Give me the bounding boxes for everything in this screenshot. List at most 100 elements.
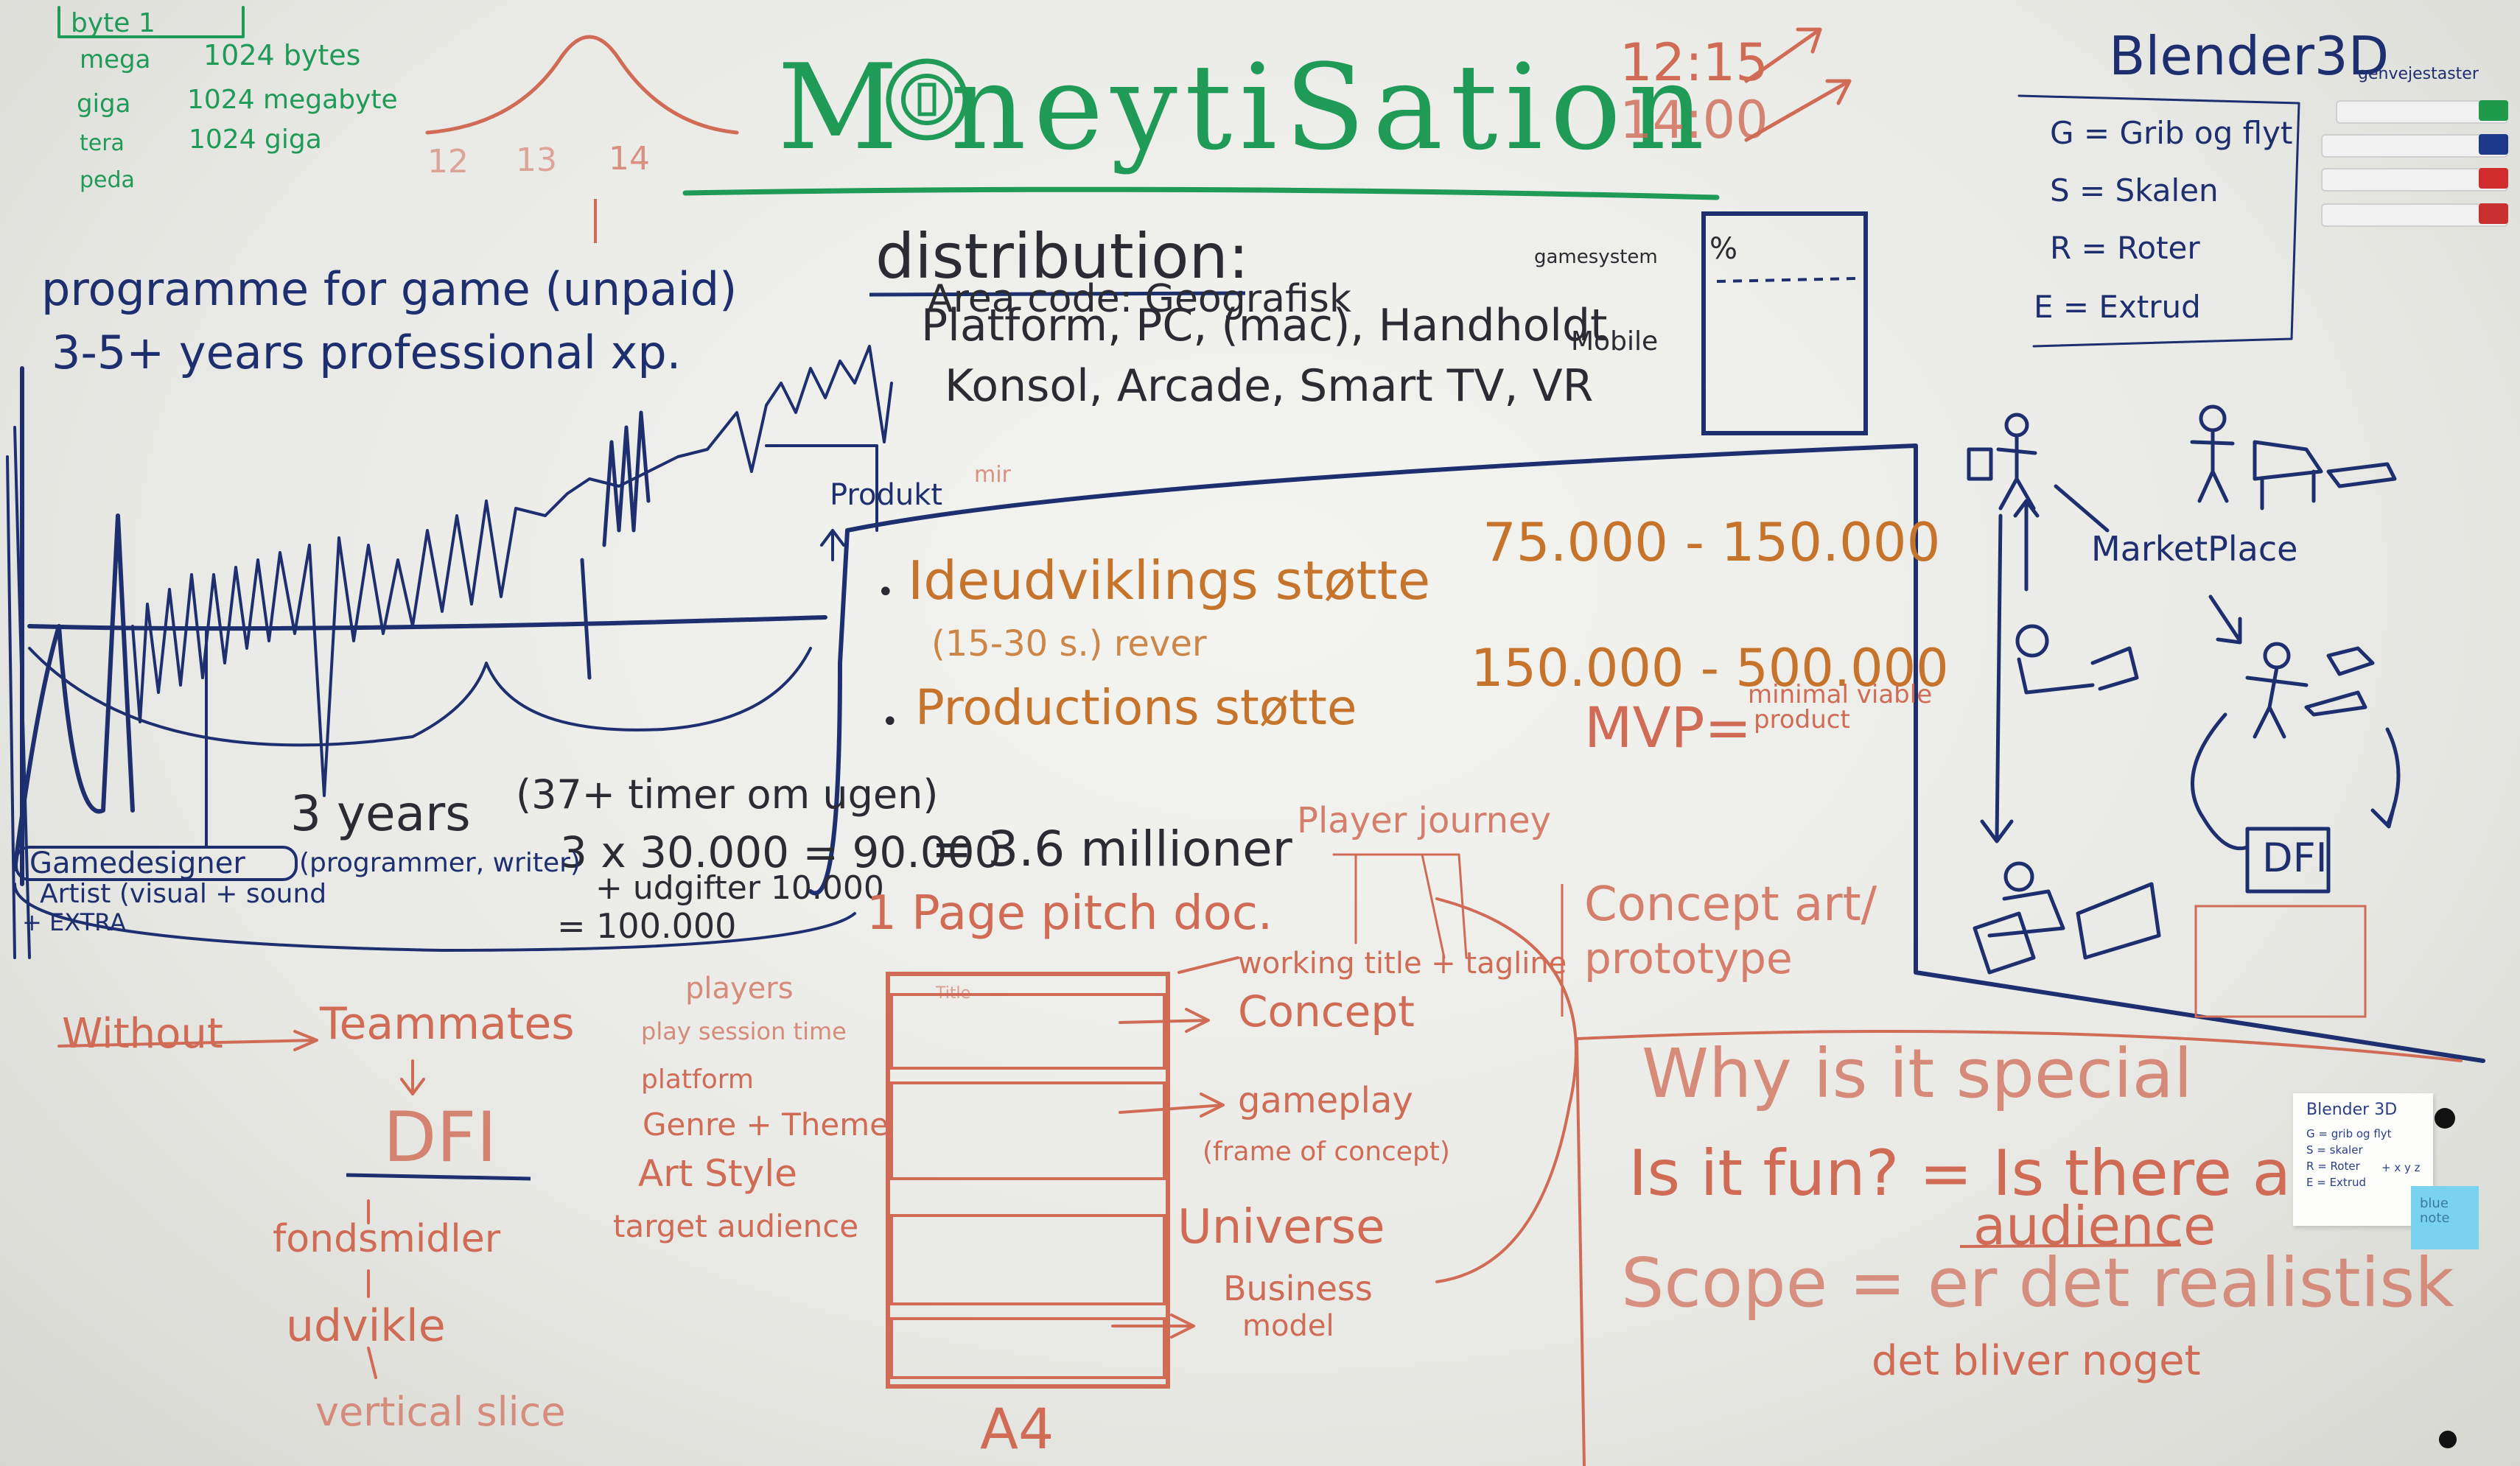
timeline-waveform xyxy=(13,345,893,886)
sheet-label: Title xyxy=(936,984,971,1003)
player-journey-box xyxy=(1332,853,1468,959)
curve-tick-14: 14 xyxy=(609,140,650,178)
up-arrow xyxy=(820,529,845,561)
blender-key-g: G = Grib og flyt xyxy=(2050,115,2293,151)
mvp-note-1: minimal viable xyxy=(1748,680,1933,709)
distribution-mobile: Mobile xyxy=(1571,326,1659,357)
sticky-line-e: E = Extrud xyxy=(2306,1176,2367,1189)
arrow-business xyxy=(1111,1314,1195,1339)
cost-calc: 3 x 30.000 = 90.000 xyxy=(560,827,1002,877)
cost-bracket xyxy=(13,883,856,952)
produkt-label: Produkt xyxy=(830,478,943,512)
marketplace-label: MarketPlace xyxy=(2091,529,2298,569)
blender-note: genvejestaster xyxy=(2358,65,2479,83)
process-dfi: DFI xyxy=(383,1098,497,1178)
marker-tray xyxy=(2321,93,2520,270)
distribution-underline xyxy=(869,291,1246,297)
gamesystem-label: gamesystem xyxy=(1534,246,1658,268)
blender-key-e: E = Extrud xyxy=(2034,289,2201,325)
bullet-1: • xyxy=(877,575,895,609)
curve-tick-12: 12 xyxy=(427,143,469,180)
magnet-1[interactable] xyxy=(2435,1108,2455,1129)
marketplace-dfi: DFI xyxy=(2262,835,2328,881)
list-players: players xyxy=(685,972,794,1006)
special-fun: Is it fun? = Is there an xyxy=(1628,1137,2331,1210)
bytes-unit-tera: tera xyxy=(80,130,125,156)
sticky-line-s: S = skaler xyxy=(2306,1143,2363,1157)
idea-support-sub: (15-30 s.) rever xyxy=(931,623,1207,664)
sticky-line-r: R = Roter xyxy=(2306,1160,2360,1173)
distribution-title: distribution: xyxy=(875,220,1249,292)
distribution-line-2: Platform, PC, (mac), Handholdt xyxy=(921,300,1608,351)
concept-art: Concept art/ xyxy=(1584,877,1877,932)
special-question: Why is it special xyxy=(1642,1034,2193,1113)
blender-box xyxy=(2017,94,2300,348)
list-play-session: play session time xyxy=(641,1017,847,1045)
audience-underline xyxy=(1959,1244,2182,1248)
output-model: model xyxy=(1242,1309,1334,1343)
gamesystem-pct: % xyxy=(1709,232,1738,266)
sticky-title: Blender 3D xyxy=(2306,1101,2398,1119)
programmer-line-1: programme for game (unpaid) xyxy=(41,262,738,316)
special-scope: Scope = er det realistisk xyxy=(1621,1244,2454,1322)
output-gameplay: gameplay xyxy=(1238,1080,1413,1121)
output-frame: (frame of concept) xyxy=(1203,1137,1450,1167)
bytes-header: byte 1 xyxy=(71,8,155,38)
process-udvikle: udvikle xyxy=(286,1300,446,1352)
bytes-value-giga: 1024 megabyte xyxy=(187,85,398,115)
blue-note-text: blue note xyxy=(2420,1196,2450,1226)
process-arrow-1 xyxy=(57,1030,318,1051)
team-artist: Artist (visual + sound xyxy=(40,879,327,909)
title-underline xyxy=(682,186,1720,200)
output-concept: Concept xyxy=(1238,986,1415,1037)
produkt-note: mir xyxy=(974,462,1011,488)
blender-key-s: S = Skalen xyxy=(2050,172,2219,208)
idea-amount: 75.000 - 150.000 xyxy=(1483,511,1941,573)
team-extra: + EXTRA xyxy=(22,908,126,936)
marker-red-2[interactable] xyxy=(2321,203,2508,227)
magnet-2[interactable] xyxy=(2439,1431,2457,1448)
time-1: 12:15 xyxy=(1620,32,1768,93)
left-bracket xyxy=(6,426,31,959)
faint-sketch-box xyxy=(2194,905,2367,1018)
marker-green[interactable] xyxy=(2336,100,2508,124)
special-scope-2: det bliver noget xyxy=(1872,1337,2201,1385)
board-title: M neytiSation xyxy=(777,38,1712,176)
special-audience: audience xyxy=(1973,1195,2216,1257)
output-working-title: working title + tagline xyxy=(1238,947,1567,981)
gamesystem-box xyxy=(1701,211,1868,435)
process-arrow-3 xyxy=(367,1199,377,1379)
gamedesigner-box xyxy=(15,846,298,881)
bytes-unit-mega: mega xyxy=(80,45,151,74)
list-genre: Genre + Theme xyxy=(643,1106,889,1143)
list-platform: platform xyxy=(641,1065,754,1095)
blender-key-r: R = Roter xyxy=(2050,230,2200,266)
arrow-gameplay xyxy=(1119,1093,1225,1118)
cost-total: = 100.000 xyxy=(557,906,737,946)
mvp-label: MVP= xyxy=(1584,695,1752,760)
pitch-format: A4 xyxy=(980,1396,1054,1462)
list-target-audience: target audience xyxy=(613,1208,859,1244)
sticky-note[interactable]: Blender 3D G = grib og flyt S = skaler R… xyxy=(2293,1093,2433,1226)
time-arrow-1 xyxy=(1744,27,1822,83)
list-art-style: Art Style xyxy=(638,1152,797,1195)
mvp-note-2: product xyxy=(1754,705,1850,734)
player-journey: Player journey xyxy=(1297,800,1551,841)
bytes-unit-peda: peda xyxy=(80,167,135,193)
coin-logo xyxy=(886,58,968,141)
team-gamedesigner: Gamedesigner xyxy=(29,846,245,880)
process-teammates: Teammates xyxy=(320,998,575,1050)
process-vertical: vertical slice xyxy=(315,1389,566,1435)
production-support: Productions støtte xyxy=(915,679,1357,736)
blue-sticky-note[interactable]: blue note xyxy=(2411,1186,2479,1249)
process-without: Without xyxy=(62,1010,223,1058)
dfi-underline xyxy=(346,1173,531,1181)
marker-blue[interactable] xyxy=(2321,134,2508,158)
pitch-doc-title: 1 Page pitch doc. xyxy=(867,886,1273,941)
marker-red-1[interactable] xyxy=(2321,168,2508,192)
blender-title: Blender3D xyxy=(2109,25,2390,87)
bytes-unit-giga: giga xyxy=(77,89,131,119)
gamesystem-dashed-line xyxy=(1716,277,1858,283)
